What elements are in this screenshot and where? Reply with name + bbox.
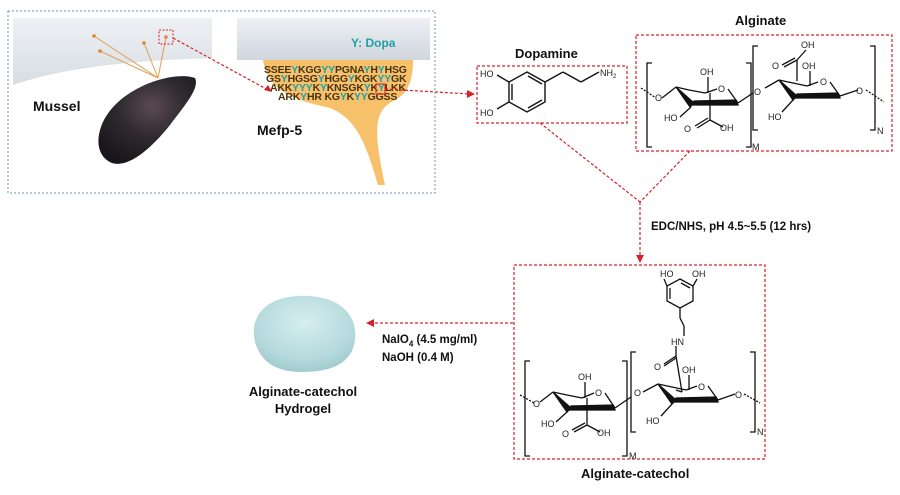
arrow-alginate-to-junction (639, 150, 691, 203)
alg-ho-1: HO (664, 113, 678, 123)
alg-o-carbonyl-1: O (684, 124, 691, 134)
dopamine-ho-1: HO (480, 69, 494, 79)
svg-text:SSEEYKGGYYPGNAYHYHSG: SSEEYKGGYYPGNAYHYHSG (264, 64, 407, 76)
alginate-title: Alginate (735, 13, 787, 28)
alg-oh-3: OH (801, 40, 815, 50)
prod-ring-o-2: O (698, 382, 705, 392)
arrow-to-dopamine (384, 88, 471, 95)
alginate-structure (640, 45, 885, 148)
svg-text:ARKYHR KGYKYYGGSS: ARKYHR KGYKYYGGSS (278, 91, 397, 103)
prod-o-amide: O (654, 362, 661, 372)
alg-subscript-m: M (752, 142, 760, 152)
svg-text:GSYHGSGYHGGYKGKYYGK: GSYHGSGYHGGYKGKYYGK (266, 73, 407, 85)
prod-o-1: O (533, 399, 540, 409)
substrate-plate (237, 18, 430, 60)
prod-subscript-m: M (629, 451, 637, 461)
prod-o-link: O (634, 388, 641, 398)
prod-ring-o-1: O (595, 388, 602, 398)
crosslink-conditions: NaIO4 (4.5 mg/ml) NaOH (0.4 M) (382, 333, 477, 366)
arrow-dopamine-to-junction (539, 122, 641, 203)
zoom-arrow (172, 37, 271, 92)
alg-o-3: O (856, 86, 863, 96)
mussel-label: Mussel (33, 98, 81, 114)
alg-ho-2: HO (768, 112, 782, 122)
reagent-naio4: NaIO4 (4.5 mg/ml) (382, 334, 478, 349)
alg-ring-o-1: O (718, 84, 725, 94)
mefp5-sequence: SSEEYKGGYYPGNAYHYHSG GSYHGSGYHGGYKGKYYGK… (264, 64, 407, 103)
alg-o-carbonyl-2: O (772, 61, 779, 71)
dopamine-nh2: NH2 (600, 68, 617, 80)
alg-oh-2: OH (720, 123, 734, 133)
prod-hn: HN (671, 337, 684, 347)
alg-oh-4: OH (802, 61, 816, 71)
prod-o-carbonyl: O (562, 429, 569, 439)
alg-o-link: O (754, 87, 761, 97)
alg-ring-o-2: O (820, 77, 827, 87)
alginate-box (635, 34, 893, 152)
alg-subscript-n: N (877, 126, 884, 136)
dopamine-title: Dopamine (515, 46, 578, 61)
prod-oh-4: OH (597, 428, 611, 438)
dopamine-box (476, 65, 628, 124)
dopamine-structure (496, 71, 600, 113)
prod-oh-3: OH (578, 372, 592, 382)
hydrogel-label: Alginate-catechol Hydrogel (228, 383, 378, 417)
mefp5-label: Mefp-5 (257, 122, 303, 138)
prod-oh-2: OH (682, 365, 696, 375)
prod-o-3: O (735, 390, 742, 400)
alginate-catechol-title: Alginate-catechol (581, 466, 690, 481)
prod-ho-1: HO (660, 269, 674, 279)
hydrogel-title-line2: Hydrogel (274, 401, 332, 416)
alginate-catechol-box (513, 264, 766, 460)
alginate-catechol-structure (519, 278, 761, 457)
prod-oh-1: OH (692, 269, 706, 279)
prod-ho-2: HO (646, 416, 660, 426)
alg-o-1: O (655, 93, 662, 103)
mussel-shell-image (98, 76, 196, 164)
rock-surface (13, 18, 212, 85)
hydrogel-title-line1: Alginate-catechol (248, 384, 358, 399)
svg-text:AKKYYYKYKNSGKYKYLKK: AKKYYYKYKNSGKYKYLKK (270, 82, 406, 94)
zoom-selection-box (158, 29, 174, 45)
alg-oh-1: OH (700, 67, 714, 77)
prod-ho-3: HO (541, 419, 555, 429)
reaction-conditions: EDC/NHS, pH 4.5~5.5 (12 hrs) (651, 221, 812, 233)
byssal-threads (93, 35, 167, 79)
hydrogel-drop-image (253, 295, 356, 372)
dopa-legend: Y: Dopa (351, 36, 396, 50)
reagent-naoh: NaOH (0.4 M) (382, 352, 454, 365)
mussel-panel-frame (7, 10, 436, 194)
prod-subscript-n: N (757, 427, 764, 437)
dopamine-ho-2: HO (480, 108, 494, 118)
